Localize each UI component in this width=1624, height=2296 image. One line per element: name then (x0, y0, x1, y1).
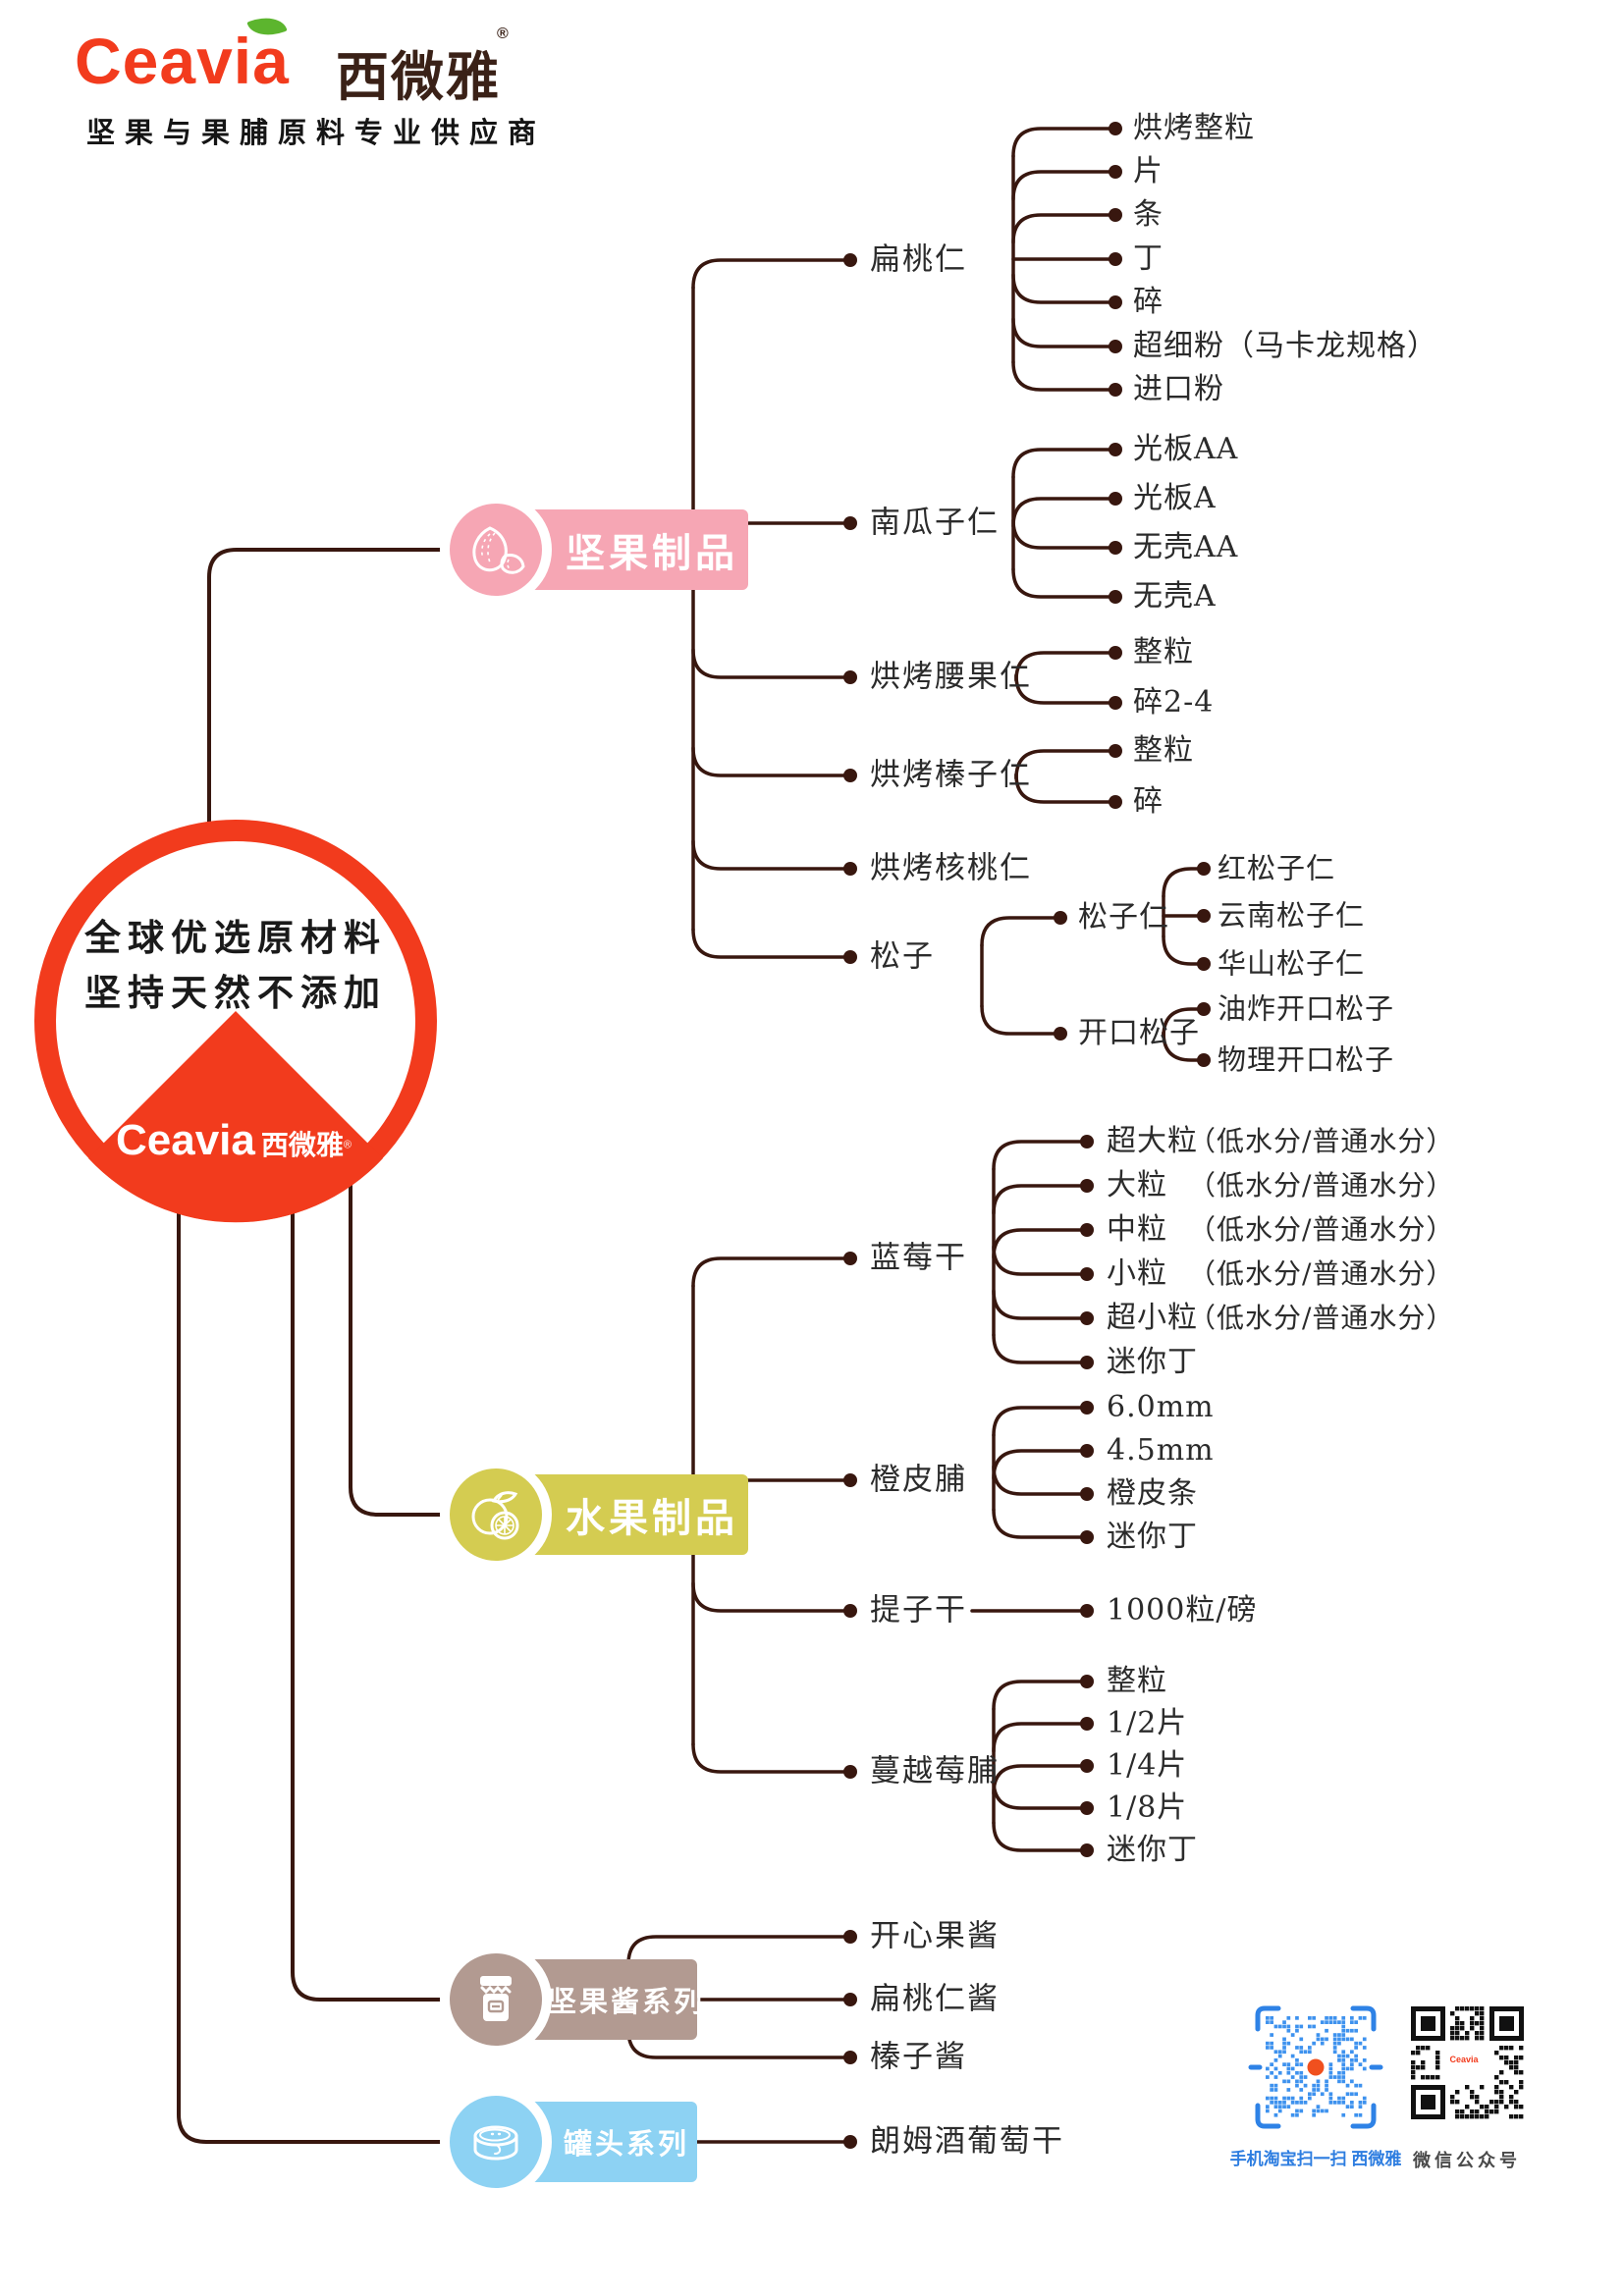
spec-item: 迷你丁 (1107, 1520, 1198, 1554)
taobao-qr-label: 手机淘宝扫一扫 西微雅 (1229, 2150, 1402, 2168)
brand-logo-cn: 西微雅 (336, 48, 501, 107)
spec-item: 碎 (1133, 285, 1164, 319)
category-node-fruit: 水果制品 (440, 1459, 748, 1571)
spec-item: 碎2-4 (1133, 685, 1215, 720)
registered-mark: ® (497, 26, 509, 42)
category-node-nuts: 坚果制品 (440, 494, 748, 606)
spec-item: 1000粒/磅 (1107, 1593, 1258, 1628)
trunk-lines (177, 548, 453, 2144)
spec-item: 中粒 (1107, 1212, 1167, 1247)
spec-item: 条 (1133, 197, 1164, 232)
spec-item: 华山松子仁 (1218, 946, 1366, 981)
spec-item: 超细粉（马卡龙规格） (1133, 329, 1437, 363)
category-label-canned: 罐头系列 (563, 2129, 689, 2161)
topic-almond: 扁桃仁 (870, 241, 967, 278)
brand-logo-en: Ceavia (75, 25, 290, 97)
spec-item: 红松子仁 (1218, 851, 1336, 885)
emblem-brand-cn: 西微雅 (260, 1130, 344, 1160)
spec-note: （低水分/普通水分） (1188, 1169, 1455, 1201)
topic-rum-raisin: 朗姆酒葡萄干 (870, 2123, 1064, 2160)
wechat-qr-center-logo: Ceavia (1444, 2046, 1484, 2073)
spec-item: 碎 (1133, 784, 1164, 819)
spec-item: 片 (1133, 154, 1164, 188)
spec-note: （低水分/普通水分） (1188, 1125, 1455, 1157)
topic-raisin: 提子干 (870, 1592, 967, 1629)
spec-item: 1/8片 (1107, 1790, 1188, 1825)
spec-item: 1/2片 (1107, 1706, 1188, 1740)
topic-orange-peel: 橙皮脯 (870, 1462, 967, 1498)
nut-branch-lines (691, 127, 1199, 1062)
spec-item: 整粒 (1133, 733, 1194, 768)
tin-can-icon (450, 2096, 542, 2188)
spec-item: 超大粒 (1107, 1124, 1198, 1158)
category-label-nut-sauce: 坚果酱系列 (548, 1987, 706, 2018)
spec-item: 烘烤整粒 (1133, 111, 1255, 145)
topic-almond-sauce: 扁桃仁酱 (870, 1981, 1000, 2017)
emblem-fan (88, 1011, 383, 1223)
spec-item: 云南松子仁 (1218, 898, 1366, 933)
spec-item: 整粒 (1133, 635, 1194, 669)
spec-item: 物理开口松子 (1218, 1042, 1395, 1077)
category-node-nut-sauce: 坚果酱系列 (440, 1944, 702, 2056)
topic-opened-pine-nut: 开口松子 (1078, 1016, 1200, 1050)
spec-item: 橙皮条 (1107, 1476, 1198, 1511)
category-label-fruit: 水果制品 (566, 1497, 738, 1540)
branch-dots (843, 122, 1211, 2149)
spec-item: 油炸开口松子 (1218, 991, 1395, 1026)
topic-dried-cranberry: 蔓越莓脯 (870, 1753, 1000, 1789)
emblem-graphic (34, 820, 437, 1223)
taobao-qr-code (1248, 2005, 1383, 2129)
emblem-brand-en: Ceavia (115, 1116, 255, 1164)
category-label-nuts: 坚果制品 (566, 532, 738, 575)
spec-item: 6.0mm (1107, 1390, 1215, 1424)
fruit-branch-lines (691, 1140, 1082, 1852)
spec-item: 迷你丁 (1107, 1833, 1198, 1867)
topic-roasted-hazelnut: 烘烤榛子仁 (870, 757, 1032, 793)
spec-item: 光板AA (1133, 432, 1239, 466)
topic-pine-nut: 松子 (870, 938, 935, 975)
spec-item: 整粒 (1107, 1664, 1167, 1698)
topic-pumpkin-seed: 南瓜子仁 (870, 505, 1000, 541)
citrus-icon (450, 1468, 542, 1561)
brand-tagline: 坚果与果脯原料专业供应商 (86, 118, 547, 149)
spec-item: 小粒 (1107, 1256, 1167, 1291)
spec-item: 4.5mm (1107, 1433, 1215, 1468)
emblem-slogan-line2: 坚持天然不添加 (84, 973, 387, 1013)
spec-item: 迷你丁 (1107, 1345, 1198, 1379)
spec-item: 无壳AA (1133, 530, 1239, 564)
topic-pine-kernel: 松子仁 (1078, 900, 1169, 934)
spec-item: 进口粉 (1133, 372, 1224, 406)
topic-roasted-cashew: 烘烤腰果仁 (870, 659, 1032, 695)
spec-item: 丁 (1133, 241, 1164, 276)
spec-note: （低水分/普通水分） (1188, 1302, 1455, 1334)
topic-roasted-walnut: 烘烤核桃仁 (870, 850, 1032, 886)
emblem-registered-mark: ® (343, 1139, 352, 1151)
spec-item: 光板A (1133, 481, 1217, 515)
almond-icon (450, 504, 542, 596)
emblem-slogan-line1: 全球优选原材料 (84, 918, 387, 958)
topic-dried-blueberry: 蓝莓干 (870, 1240, 967, 1276)
spec-item: 1/4片 (1107, 1748, 1188, 1783)
spec-item: 无壳A (1133, 579, 1217, 614)
topic-hazelnut-sauce: 榛子酱 (870, 2039, 967, 2075)
category-node-canned: 罐头系列 (440, 2086, 697, 2198)
spec-item: 大粒 (1107, 1168, 1167, 1202)
spec-note: （低水分/普通水分） (1188, 1213, 1455, 1246)
wechat-qr-label: 微信公众号 (1413, 2151, 1521, 2170)
spec-note: （低水分/普通水分） (1188, 1257, 1455, 1290)
topic-pistachio-sauce: 开心果酱 (870, 1918, 1000, 1954)
spec-item: 超小粒 (1107, 1301, 1198, 1335)
jam-jar-icon (450, 1953, 542, 2046)
